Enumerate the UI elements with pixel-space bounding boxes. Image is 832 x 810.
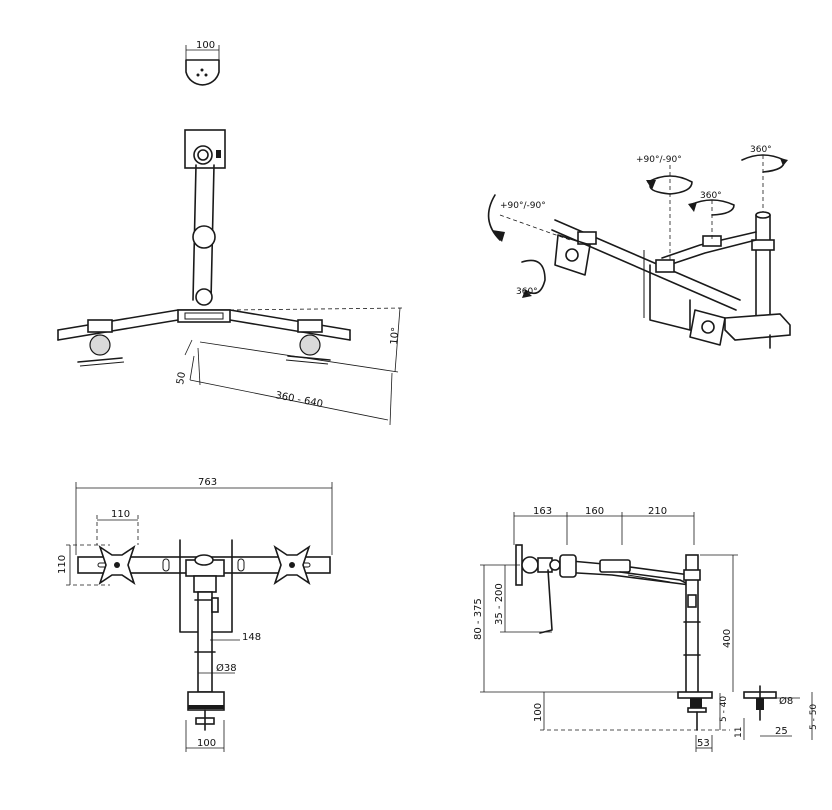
height-range-label: 80 - 375 xyxy=(473,598,484,640)
rotation-tilt-label: +90°/-90° xyxy=(500,201,546,211)
clamp-width-label: 100 xyxy=(197,738,216,749)
total-width-label: 763 xyxy=(198,477,217,488)
grommet-diameter-label: Ø8 xyxy=(779,695,793,707)
segment2-label: 160 xyxy=(585,506,604,517)
perspective-view: +90°/-90° +90°/-90° 360° 360° 360° xyxy=(487,145,791,349)
grommet-width-label: 25 xyxy=(775,726,788,737)
grommet-depth-label: 11 xyxy=(734,727,744,738)
sub-height-label: 35 - 200 xyxy=(494,583,505,625)
angle-label: 10° xyxy=(389,327,402,346)
pole-height-label: 400 xyxy=(722,629,733,648)
reach-label: 360 - 640 xyxy=(274,390,323,410)
swivel-top-label: 360° xyxy=(750,145,772,155)
front-view: 763 110 110 xyxy=(57,477,333,752)
arm-joint xyxy=(192,225,216,249)
clamp-range-label: 5 - 40 xyxy=(719,696,729,722)
segment3-label: 210 xyxy=(648,506,667,517)
offset-label: 148 xyxy=(242,632,261,643)
segment1-label: 163 xyxy=(533,506,552,517)
clamp-depth-label: 53 xyxy=(697,738,710,749)
side-view: 163 160 210 80 - 375 35 - 200 xyxy=(473,506,819,752)
height-label: 110 xyxy=(57,555,68,574)
swivel-mid-label: 360° xyxy=(700,191,722,201)
mount-plate-view: 100 xyxy=(185,40,220,86)
pole-bracket xyxy=(184,129,226,169)
desk-clearance-label: 100 xyxy=(533,703,544,722)
pole-diameter-label: Ø38 xyxy=(216,662,237,674)
swivel-left-label: 360° xyxy=(516,287,538,297)
rotation-top-label: +90°/-90° xyxy=(636,155,682,165)
mount-plate-width-label: 100 xyxy=(196,40,215,51)
grommet-range-label: 5 - 50 xyxy=(809,704,819,730)
top-view: 10° 50 360 - 640 xyxy=(57,129,406,426)
depth-label: 50 xyxy=(175,371,188,385)
vesa-label: 110 xyxy=(111,509,130,520)
